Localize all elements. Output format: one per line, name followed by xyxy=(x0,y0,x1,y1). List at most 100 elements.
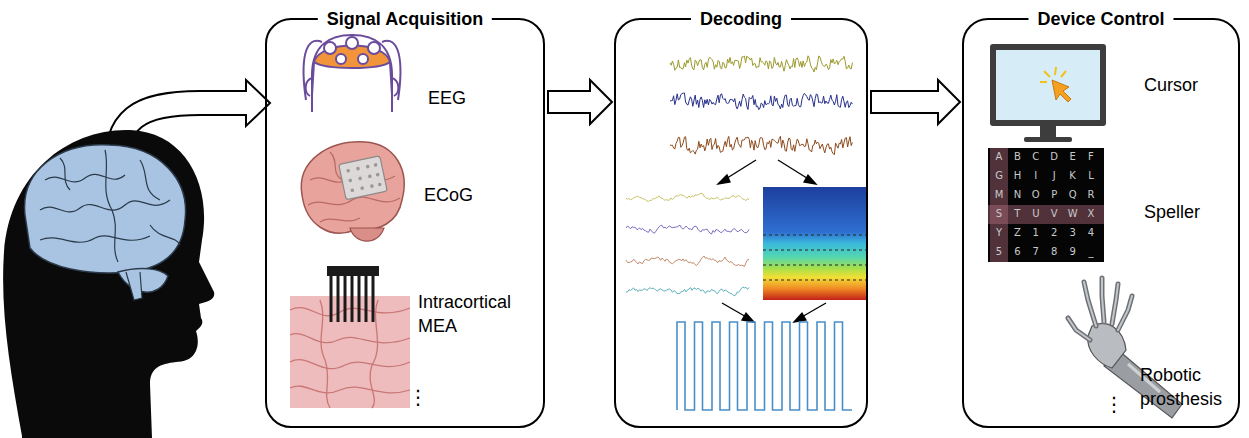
illustration-part xyxy=(346,163,382,193)
eeg-cap xyxy=(304,35,401,112)
flow-arrow xyxy=(548,80,612,124)
illustration-part xyxy=(40,200,170,212)
illustration-part xyxy=(376,173,380,177)
speller-cell: 6 xyxy=(1009,243,1025,261)
illustration-part xyxy=(378,182,382,186)
illustration-part xyxy=(358,54,368,64)
illustration-part xyxy=(339,156,388,200)
illustration-part xyxy=(1040,126,1056,138)
illustration-part xyxy=(763,280,867,281)
illustration-part xyxy=(1112,284,1118,324)
illustration-part xyxy=(1084,282,1096,326)
illustration-part xyxy=(1068,318,1090,340)
speller-cell: X xyxy=(1083,205,1099,223)
speller-cell: 4 xyxy=(1083,224,1099,242)
speller-cell: U xyxy=(1028,205,1044,223)
speller-cell: G xyxy=(991,167,1007,185)
illustration-part xyxy=(763,235,867,236)
illustration-part xyxy=(778,160,810,180)
illustration-part xyxy=(45,174,125,182)
ecog-brain xyxy=(301,142,404,241)
speller-cell: T xyxy=(1009,205,1025,223)
illustration-part xyxy=(320,300,330,408)
panel-box: Decoding xyxy=(614,18,868,428)
speller-cell: I xyxy=(1028,167,1044,185)
speller-cell: C xyxy=(1028,148,1044,166)
speller-grid xyxy=(988,148,1104,262)
spectrogram xyxy=(763,187,867,300)
illustration-part xyxy=(40,150,180,262)
illustration-part xyxy=(301,142,404,233)
item-label: ECoG xyxy=(424,183,473,207)
speller-cell: 1 xyxy=(1028,224,1044,242)
illustration-part xyxy=(306,78,312,96)
speller-cell: Z xyxy=(1009,224,1025,242)
illustration-part xyxy=(372,276,375,322)
filtered-trace xyxy=(626,193,749,201)
illustration-part xyxy=(988,205,1104,224)
illustration-part xyxy=(290,334,410,343)
illustration-part xyxy=(1040,67,1066,82)
illustration-part xyxy=(392,78,398,96)
speller-cell: 3 xyxy=(1065,224,1081,242)
speller-cell: _ xyxy=(1083,243,1099,261)
illustration-part xyxy=(339,156,388,200)
illustration-part xyxy=(327,266,379,276)
speller-cell: N xyxy=(1009,186,1025,204)
ellipsis-mark: ⋮ xyxy=(408,385,428,409)
speller-cell: L xyxy=(1083,167,1099,185)
speller-cell: Q xyxy=(1065,186,1081,204)
item-label: Cursor xyxy=(1144,73,1198,97)
speller-cell: J xyxy=(1046,167,1062,185)
filtered-trace xyxy=(626,225,749,234)
illustration-part xyxy=(320,218,360,222)
illustration-part xyxy=(358,176,362,180)
illustration-part xyxy=(40,236,150,242)
panel-box: Signal Acquisition xyxy=(265,18,545,428)
illustration-part xyxy=(312,35,392,112)
illustration-part xyxy=(312,62,392,95)
illustration-part xyxy=(330,276,333,322)
speller-cell: K xyxy=(1065,167,1081,185)
speller-cell: P xyxy=(1046,186,1062,204)
illustration-part xyxy=(350,228,384,241)
illustration-part xyxy=(1118,296,1132,330)
illustration-part xyxy=(1068,318,1090,340)
illustration-part xyxy=(1040,81,1047,83)
speller-cell: 9 xyxy=(1065,243,1081,261)
illustration-part xyxy=(370,184,374,188)
illustration-part xyxy=(346,169,350,173)
illustration-part xyxy=(990,44,1106,126)
illustration-part xyxy=(348,178,352,182)
monitor-icon xyxy=(990,44,1106,142)
panel-title: Signal Acquisition xyxy=(318,7,492,31)
panel-title: Decoding xyxy=(691,7,791,31)
illustration-part xyxy=(60,158,70,190)
illustration-part xyxy=(763,235,867,280)
illustration-part xyxy=(1084,282,1096,326)
illustration-part xyxy=(1112,284,1118,324)
illustration-part xyxy=(1102,278,1104,322)
illustration-part xyxy=(331,276,373,322)
illustration-part xyxy=(763,187,867,300)
illustration-part xyxy=(118,269,168,293)
speller-cell: 2 xyxy=(1046,224,1062,242)
illustration-part xyxy=(290,308,410,316)
speller-cell: W xyxy=(1065,205,1081,223)
speller-cell: 7 xyxy=(1028,243,1044,261)
item-label: Speller xyxy=(1144,200,1200,224)
illustration-part xyxy=(1102,278,1104,322)
illustration-part xyxy=(368,42,380,54)
speller-cell: 8 xyxy=(1046,243,1062,261)
mea-illustration xyxy=(290,266,410,408)
illustration-part xyxy=(1024,137,1072,142)
illustration-part xyxy=(996,50,1100,120)
speller-cell: V xyxy=(1046,205,1062,223)
illustration-part xyxy=(1061,71,1066,77)
speller-cell: B xyxy=(1009,148,1025,166)
item-label: Robotic prosthesis xyxy=(1140,363,1234,411)
illustration-part xyxy=(25,145,186,273)
illustration-part xyxy=(290,300,410,408)
